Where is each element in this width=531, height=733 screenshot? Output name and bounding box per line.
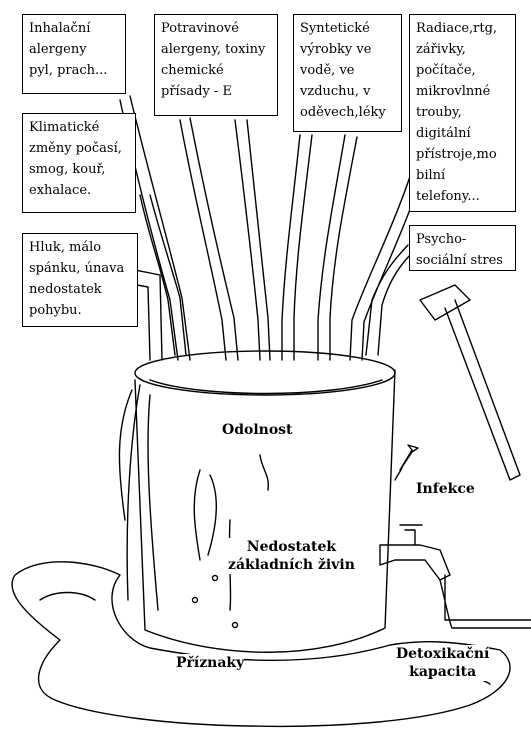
source-klimaticke: Klimatické změny počasí, smog, kouř, exh… bbox=[22, 113, 136, 213]
pipe-7 bbox=[139, 194, 187, 356]
label-priznaky: Příznaky bbox=[176, 654, 245, 672]
source-radiace: Radiace,rtg, zářivky, počítače, mikrovln… bbox=[409, 14, 516, 212]
barrel-label-nedostatek: Nedostatek základních živin bbox=[228, 538, 355, 574]
source-potravinove: Potravinové alergeny, toxiny chemické př… bbox=[154, 14, 278, 116]
pipe-5 bbox=[317, 134, 358, 361]
pipe-4 bbox=[281, 134, 313, 361]
dart bbox=[394, 444, 419, 481]
pipe-2 bbox=[179, 117, 239, 361]
hammer bbox=[419, 284, 521, 481]
source-synteticke: Syntetické výrobky ve vodě, ve vzduchu, … bbox=[293, 14, 402, 132]
barrel-label-odolnost: Odolnost bbox=[222, 421, 293, 439]
source-inhalacni: Inhalační alergeny pyl, prach... bbox=[22, 14, 126, 94]
barrel-body bbox=[134, 369, 396, 653]
source-hluk: Hluk, málo spánku, únava nedostatek pohy… bbox=[22, 233, 138, 327]
label-detox: Detoxikační kapacita bbox=[396, 645, 490, 681]
source-psychosocialni: Psycho- sociální stres bbox=[409, 225, 516, 271]
pipe-8 bbox=[365, 244, 411, 356]
barrel-rim bbox=[134, 350, 396, 396]
puddle bbox=[11, 561, 511, 728]
tap bbox=[379, 544, 451, 581]
pipe-3 bbox=[234, 119, 271, 361]
label-infekce: Infekce bbox=[416, 480, 475, 498]
